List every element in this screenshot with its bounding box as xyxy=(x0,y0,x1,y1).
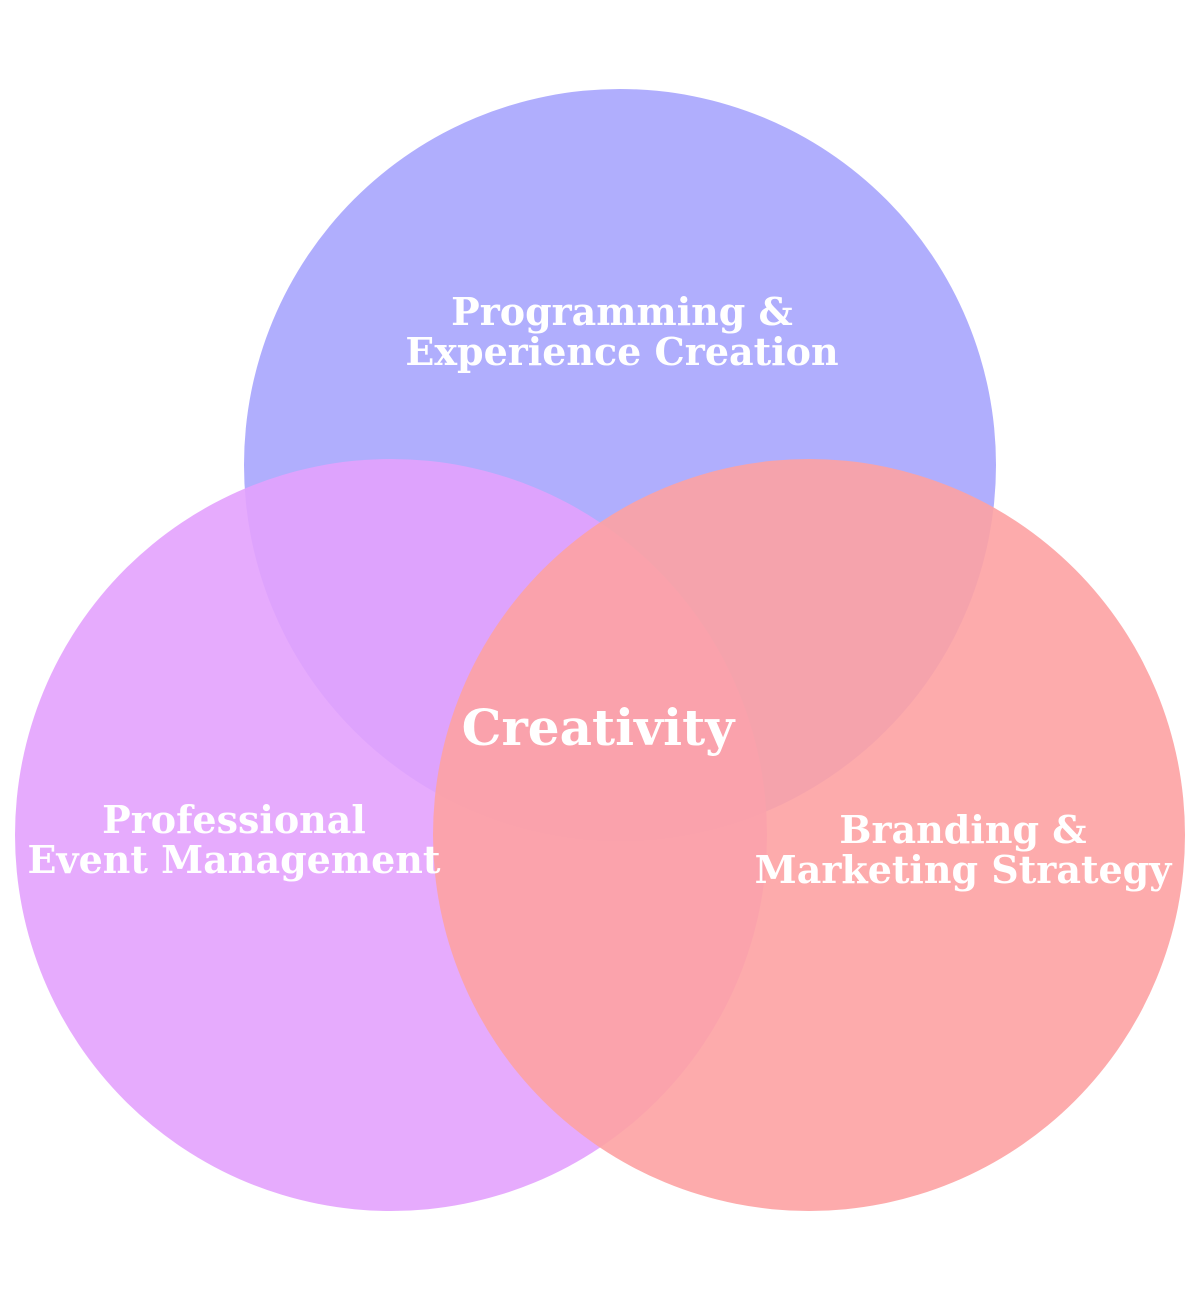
right-circle-label-line-2: Marketing Strategy xyxy=(755,847,1173,892)
center-label-creativity: Creativity xyxy=(462,698,737,757)
right-circle-label-line-1: Branding & xyxy=(839,807,1086,852)
circle-branding-marketing xyxy=(433,459,1185,1211)
top-circle-label-line-2: Experience Creation xyxy=(405,329,838,374)
venn-labels: Programming & Experience Creation Profes… xyxy=(28,289,1173,892)
top-circle-label-line-1: Programming & xyxy=(451,289,793,334)
left-circle-label-line-1: Professional xyxy=(102,797,366,842)
venn-circles xyxy=(15,89,1185,1211)
left-circle-label-line-2: Event Management xyxy=(28,837,441,882)
